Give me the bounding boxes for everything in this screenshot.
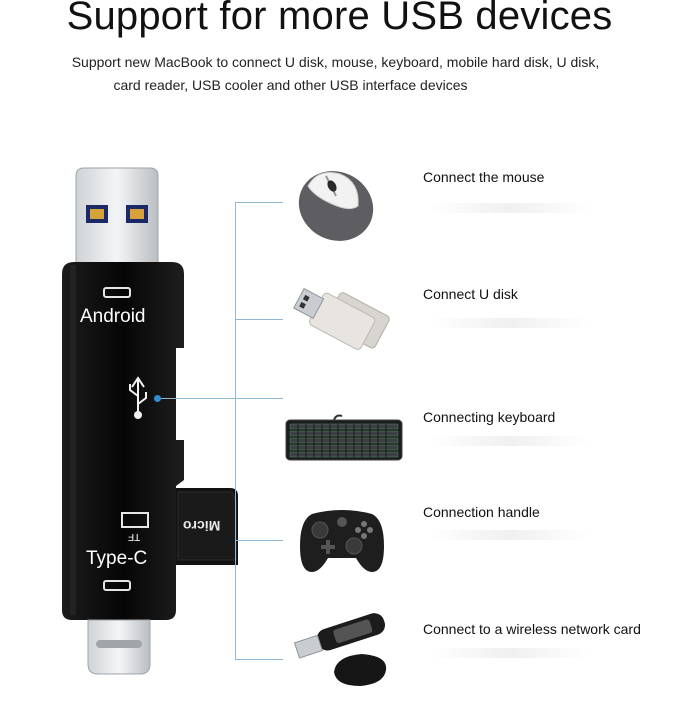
connector-dot (154, 395, 161, 402)
otg-card-reader-image (62, 167, 238, 675)
connector-line-mouse (235, 202, 283, 203)
mouse-icon (298, 171, 374, 241)
micro-label: Micro (183, 518, 221, 534)
connector-line-udisk (235, 319, 283, 320)
faded-text-line (430, 530, 590, 540)
keyboard-icon (285, 414, 403, 461)
page-title: Support for more USB devices (66, 0, 613, 38)
gamepad-icon (300, 510, 384, 572)
typec-label: Type-C (86, 548, 148, 569)
connector-line-network-card (235, 659, 283, 660)
item-label-mouse: Connect the mouse (423, 169, 545, 185)
connector-line-keyboard (160, 398, 283, 399)
connector-vertical-line (235, 202, 236, 659)
wireless-network-card-icon (293, 613, 387, 686)
tf-label: TF (128, 531, 141, 542)
item-label-gamepad: Connection handle (423, 504, 540, 520)
item-label-udisk: Connect U disk (423, 286, 518, 302)
faded-text-line (430, 318, 590, 328)
connector-line-gamepad (235, 540, 283, 541)
faded-text-line (430, 648, 590, 658)
faded-text-line (430, 203, 590, 213)
usb-flash-drive-icon (293, 287, 390, 350)
subtitle-line-2: card reader, USB cooler and other USB in… (113, 77, 468, 93)
item-label-keyboard: Connecting keyboard (423, 409, 556, 425)
subtitle-line-1: Support new MacBook to connect U disk, m… (71, 54, 600, 70)
android-label: Android (80, 306, 146, 327)
item-label-network-card: Connect to a wireless network card (423, 621, 641, 637)
faded-text-line (430, 436, 590, 446)
